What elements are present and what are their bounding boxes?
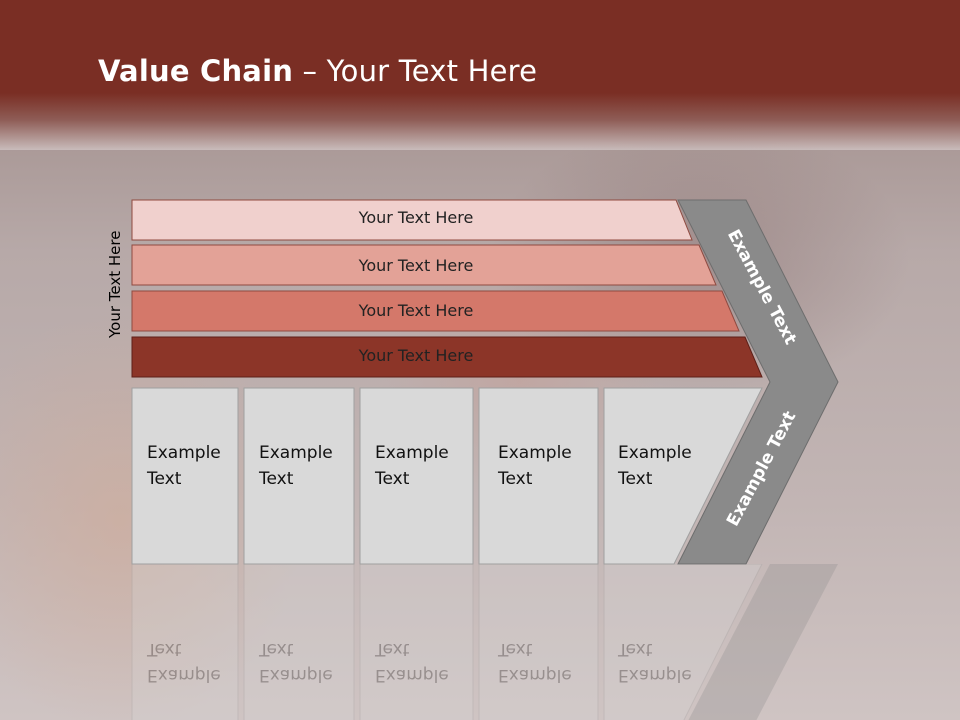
box-2-line2: Text	[259, 469, 294, 489]
bar-4-label: Your Text Here	[358, 346, 474, 365]
bar-1-label: Your Text Here	[358, 208, 474, 227]
bar-3-label: Your Text Here	[358, 301, 474, 320]
diagram-reflection: Example Text Example Text Example Text Exam…	[0, 564, 960, 720]
reflection-box-4-text: Example Text	[498, 636, 572, 688]
reflection-line: Example	[147, 665, 221, 685]
header-band	[0, 0, 960, 150]
reflection-line: Text	[375, 639, 410, 659]
box-1	[131, 387, 239, 565]
box-3	[359, 387, 474, 565]
reflection-line: Text	[618, 639, 653, 659]
chevron-arrow	[677, 199, 839, 565]
reflection-line: Example	[375, 665, 449, 685]
title-rest: – Your Text Here	[293, 54, 538, 88]
reflection-box-2-text: Example Text	[259, 636, 333, 688]
reflection-line: Text	[147, 639, 182, 659]
reflection-box-5-text: Example Text	[618, 636, 692, 688]
reflection-box-3-text: Example Text	[375, 636, 449, 688]
page-title: Value Chain – Your Text Here	[98, 54, 537, 88]
box-4	[478, 387, 599, 565]
reflection-line: Example	[498, 665, 572, 685]
bar-3	[131, 290, 740, 332]
box-3-line2: Text	[375, 469, 410, 489]
reflection-line: Text	[259, 639, 294, 659]
bar-4	[131, 336, 763, 378]
box-1-line1: Example	[147, 443, 221, 463]
box-2-line1: Example	[259, 443, 333, 463]
bar-2	[131, 244, 717, 286]
reflection-box-1-text: Example Text	[147, 636, 221, 688]
reflection-line: Example	[259, 665, 333, 685]
box-5-line1: Example	[618, 443, 692, 463]
box-5	[603, 387, 763, 565]
reflection-line: Text	[498, 639, 533, 659]
reflection-inner: Example Text Example Text Example Text Exam…	[0, 564, 960, 720]
box-1-line2: Text	[147, 469, 182, 489]
title-bold: Value Chain	[98, 54, 294, 88]
box-4-line1: Example	[498, 443, 572, 463]
reflection-line: Example	[618, 665, 692, 685]
box-4-line2: Text	[498, 469, 533, 489]
bar-2-label: Your Text Here	[358, 256, 474, 275]
box-2	[243, 387, 355, 565]
box-3-line1: Example	[375, 443, 449, 463]
reflection-shapes	[131, 564, 838, 720]
box-5-line2: Text	[618, 469, 653, 489]
bar-1	[131, 199, 693, 241]
